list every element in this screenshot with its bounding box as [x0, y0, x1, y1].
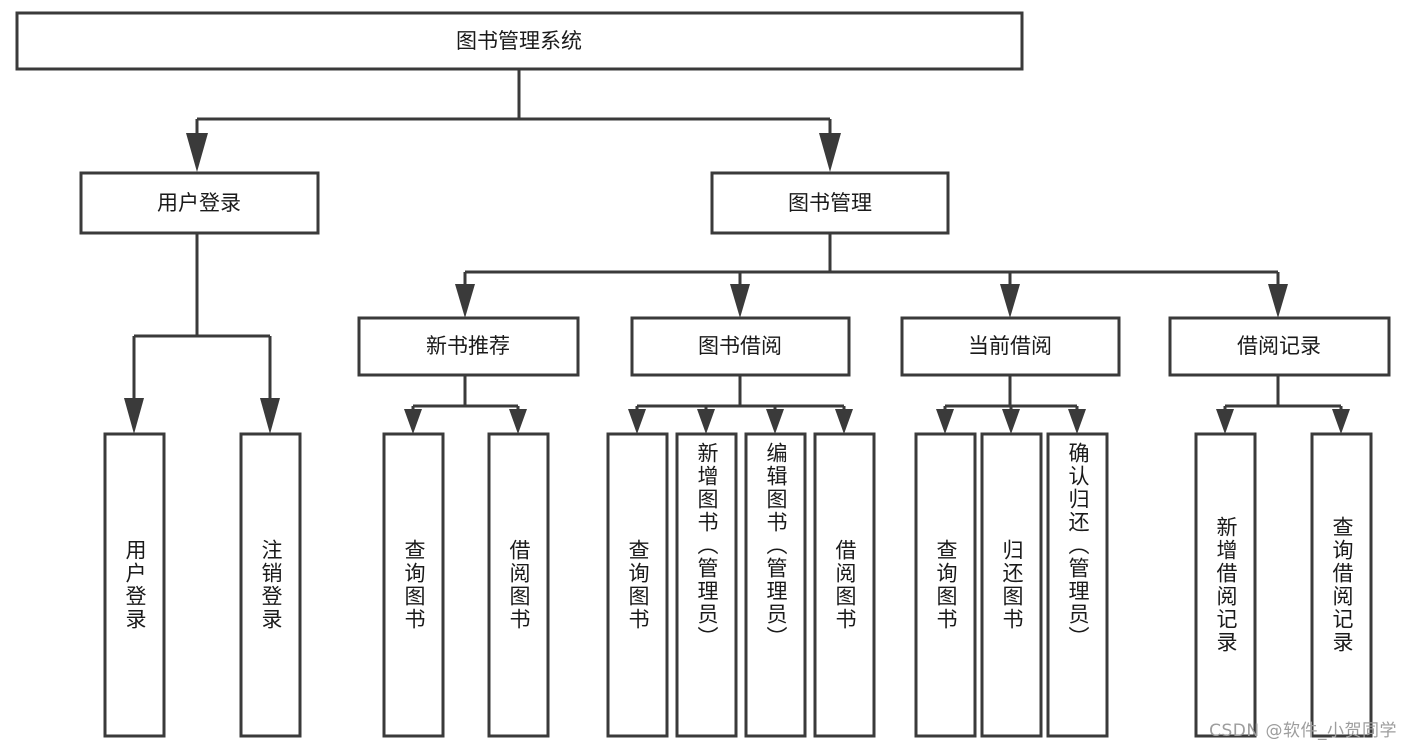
arrow-head-icon: [819, 133, 841, 172]
arrow-head-icon: [404, 409, 422, 434]
watermark-text: CSDN @软件_小贺同学: [1209, 721, 1397, 741]
node-label-borrow: 图书借阅: [698, 334, 782, 358]
leaf-box-4[interactable]: [606, 432, 669, 738]
leaf-box-5[interactable]: [675, 432, 738, 738]
leaf-box-1[interactable]: [239, 432, 302, 738]
connector-group-book-mgmt: [455, 233, 1288, 318]
node-box-records[interactable]: [1168, 316, 1391, 377]
arrow-head-icon: [628, 409, 646, 434]
arrow-head-icon: [697, 409, 715, 434]
arrow-head-icon: [835, 409, 853, 434]
node-label-book-mgmt: 图书管理: [788, 191, 872, 215]
arrow-head-icon: [186, 133, 208, 172]
connector-group-new-books: [404, 375, 527, 434]
arrow-head-icon: [509, 409, 527, 434]
arrow-head-icon: [936, 409, 954, 434]
arrow-head-icon: [730, 284, 750, 318]
leaf-box-2[interactable]: [382, 432, 445, 738]
arrow-head-icon: [455, 284, 475, 318]
arrow-head-icon: [1216, 409, 1234, 434]
leaf-box-11[interactable]: [1194, 432, 1257, 738]
arrow-head-icon: [1000, 284, 1020, 318]
node-box-book-mgmt[interactable]: [710, 171, 950, 235]
node-label-records: 借阅记录: [1237, 334, 1321, 358]
arrow-head-icon: [1068, 409, 1086, 434]
node-box-new-books[interactable]: [357, 316, 580, 377]
leaf-box-10[interactable]: [1046, 432, 1109, 738]
leaf-box-6[interactable]: [744, 432, 807, 738]
arrow-head-icon: [1002, 409, 1020, 434]
node-box-root[interactable]: [15, 11, 1024, 71]
leaf-box-3[interactable]: [487, 432, 550, 738]
node-label-new-books: 新书推荐: [426, 334, 510, 358]
node-box-user-login[interactable]: [79, 171, 320, 235]
connector-group-borrow: [628, 375, 853, 434]
leaf-box-0[interactable]: [103, 432, 166, 738]
node-label-current-borrow: 当前借阅: [968, 334, 1052, 358]
leaf-box-7[interactable]: [813, 432, 876, 738]
arrow-head-icon: [766, 409, 784, 434]
leaf-box-8[interactable]: [914, 432, 977, 738]
connector-group-records: [1216, 375, 1350, 434]
node-label-root: 图书管理系统: [456, 29, 582, 53]
node-box-borrow[interactable]: [630, 316, 851, 377]
node-label-user-login: 用户登录: [157, 191, 241, 215]
arrow-head-icon: [1332, 409, 1350, 434]
node-box-current-borrow[interactable]: [900, 316, 1121, 377]
leaf-box-12[interactable]: [1310, 432, 1373, 738]
arrow-head-icon: [124, 398, 144, 434]
connector-group-user-login: [124, 233, 280, 434]
arrow-head-icon: [260, 398, 280, 434]
connector-group-root: [186, 69, 841, 172]
arrow-head-icon: [1268, 284, 1288, 318]
connector-group-current-borrow: [936, 375, 1086, 434]
leaf-box-9[interactable]: [980, 432, 1043, 738]
